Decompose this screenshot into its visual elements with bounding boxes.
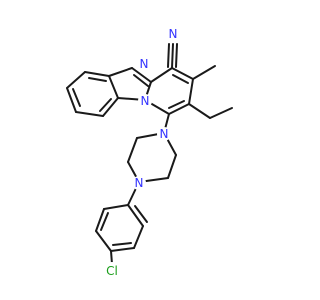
atom-piperazine-nitrogen-lower: N bbox=[132, 176, 146, 190]
bond bbox=[150, 67, 173, 83]
bond bbox=[66, 71, 86, 89]
bond bbox=[108, 67, 133, 77]
structure-diagram: N N N N N Cl bbox=[66, 27, 233, 280]
atom-label: N bbox=[140, 57, 149, 71]
bond bbox=[95, 208, 105, 232]
bond bbox=[133, 225, 144, 249]
atom-label: N bbox=[141, 94, 150, 108]
bond bbox=[72, 88, 81, 107]
bond bbox=[168, 103, 190, 115]
atom-label: Cl bbox=[106, 264, 118, 278]
bond bbox=[127, 137, 138, 163]
atom-ring-nitrogen-bridgehead: N bbox=[138, 94, 152, 108]
bond bbox=[95, 230, 112, 252]
bond bbox=[131, 67, 152, 83]
bond bbox=[175, 43, 178, 68]
bond bbox=[102, 97, 119, 117]
bond bbox=[172, 74, 189, 84]
bond bbox=[192, 65, 216, 80]
bond bbox=[110, 250, 113, 265]
bond bbox=[99, 98, 112, 112]
bond bbox=[167, 43, 170, 68]
bond bbox=[66, 87, 77, 113]
bond bbox=[171, 43, 174, 69]
bond bbox=[75, 111, 104, 117]
bond bbox=[127, 204, 144, 227]
bond bbox=[103, 204, 129, 210]
bond bbox=[112, 242, 132, 246]
bond bbox=[133, 74, 149, 87]
bond bbox=[167, 154, 177, 179]
atom-label: N bbox=[135, 176, 144, 190]
bond bbox=[134, 205, 148, 223]
bond bbox=[100, 212, 109, 231]
bond bbox=[88, 77, 107, 82]
bond bbox=[84, 71, 110, 77]
bond bbox=[188, 103, 211, 119]
bond bbox=[171, 67, 194, 80]
molecule-canvas: N N N N N Cl bbox=[66, 27, 233, 280]
atom-ring-nitrogen-imidazole: N bbox=[137, 57, 151, 71]
atom-piperazine-nitrogen-upper: N bbox=[157, 127, 171, 141]
atom-chlorine: Cl bbox=[103, 262, 121, 280]
bond bbox=[110, 247, 135, 252]
bond bbox=[188, 78, 194, 105]
atom-nitrile-nitrogen: N bbox=[166, 27, 180, 41]
bond bbox=[168, 100, 185, 109]
bond bbox=[108, 75, 119, 99]
atom-label: N bbox=[160, 127, 169, 141]
atom-label: N bbox=[169, 27, 178, 41]
bond bbox=[209, 107, 233, 119]
